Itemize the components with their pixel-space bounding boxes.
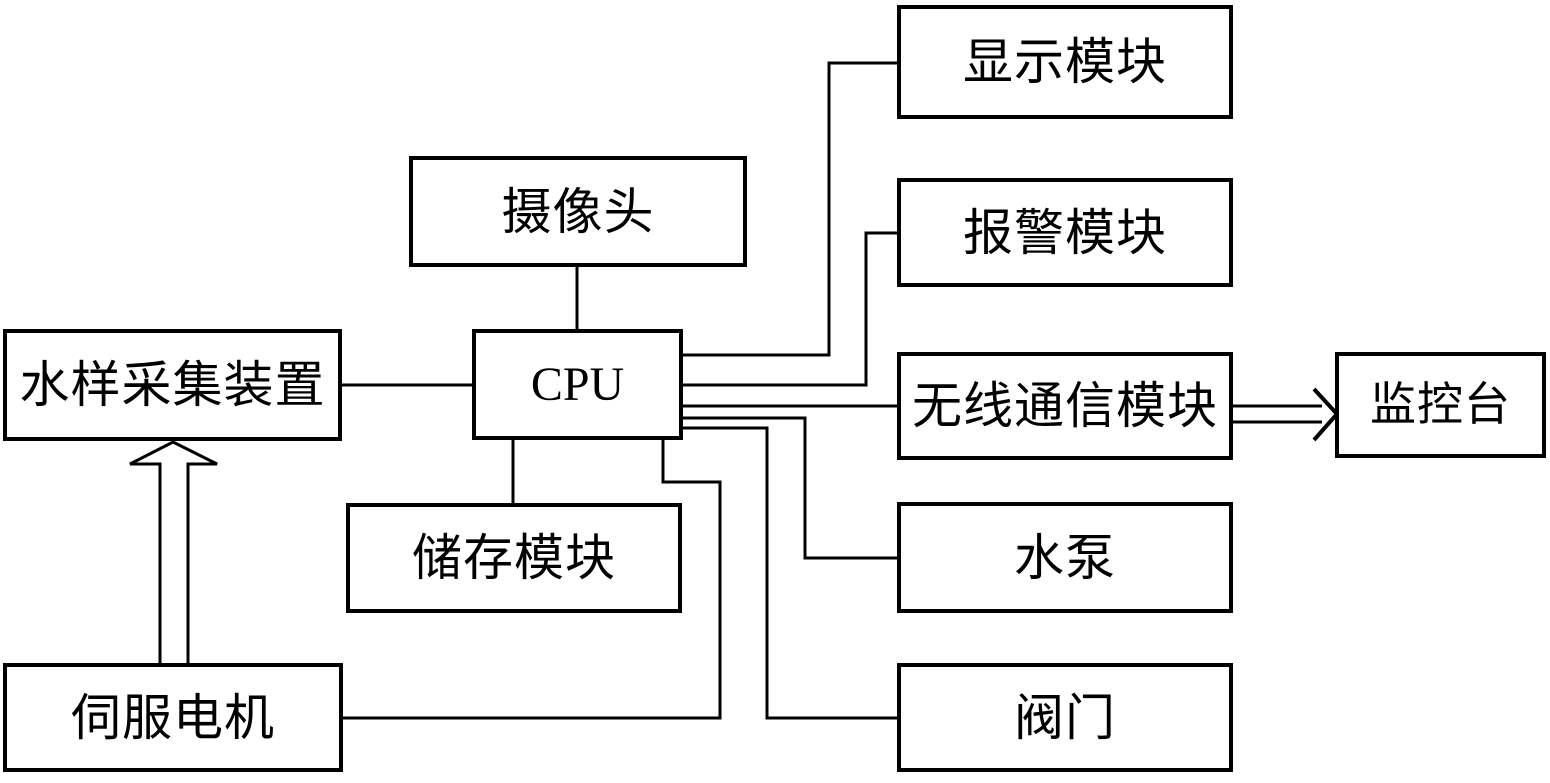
edge-cpu-display <box>681 61 899 357</box>
node-display-module: 显示模块 <box>897 5 1233 119</box>
node-alarm-module: 报警模块 <box>897 178 1233 287</box>
node-cpu-label: CPU <box>530 357 625 411</box>
edge-servo-motor-cpu <box>341 438 722 720</box>
node-display-module-label: 显示模块 <box>963 34 1167 90</box>
node-servo-motor: 伺服电机 <box>3 663 343 772</box>
node-water-pump-label: 水泵 <box>1014 529 1116 586</box>
edge-cpu-pump <box>681 416 899 560</box>
node-water-sampler-label: 水样采集装置 <box>19 357 326 413</box>
edge-servo-motor-water-sampler-hollow-arrow <box>129 440 218 668</box>
edge-cpu-alarm <box>681 231 899 387</box>
node-valve: 阀门 <box>897 663 1233 772</box>
node-water-sampler: 水样采集装置 <box>3 329 342 441</box>
node-storage: 储存模块 <box>346 503 682 613</box>
node-valve-label: 阀门 <box>1014 689 1116 746</box>
node-wireless-module: 无线通信模块 <box>897 352 1233 460</box>
node-camera-label: 摄像头 <box>501 183 655 240</box>
node-alarm-module-label: 报警模块 <box>963 204 1167 261</box>
node-monitor-console: 监控台 <box>1335 352 1546 458</box>
edge-wireless-monitor-hollow-arrow <box>1231 387 1340 442</box>
node-servo-motor-label: 伺服电机 <box>71 689 275 746</box>
node-wireless-module-label: 无线通信模块 <box>912 378 1218 434</box>
node-water-pump: 水泵 <box>897 502 1233 613</box>
node-monitor-console-label: 监控台 <box>1370 379 1511 430</box>
edge-cpu-valve <box>681 426 899 720</box>
node-camera: 摄像头 <box>409 156 747 267</box>
node-storage-label: 储存模块 <box>412 530 616 586</box>
node-cpu: CPU <box>472 329 683 440</box>
